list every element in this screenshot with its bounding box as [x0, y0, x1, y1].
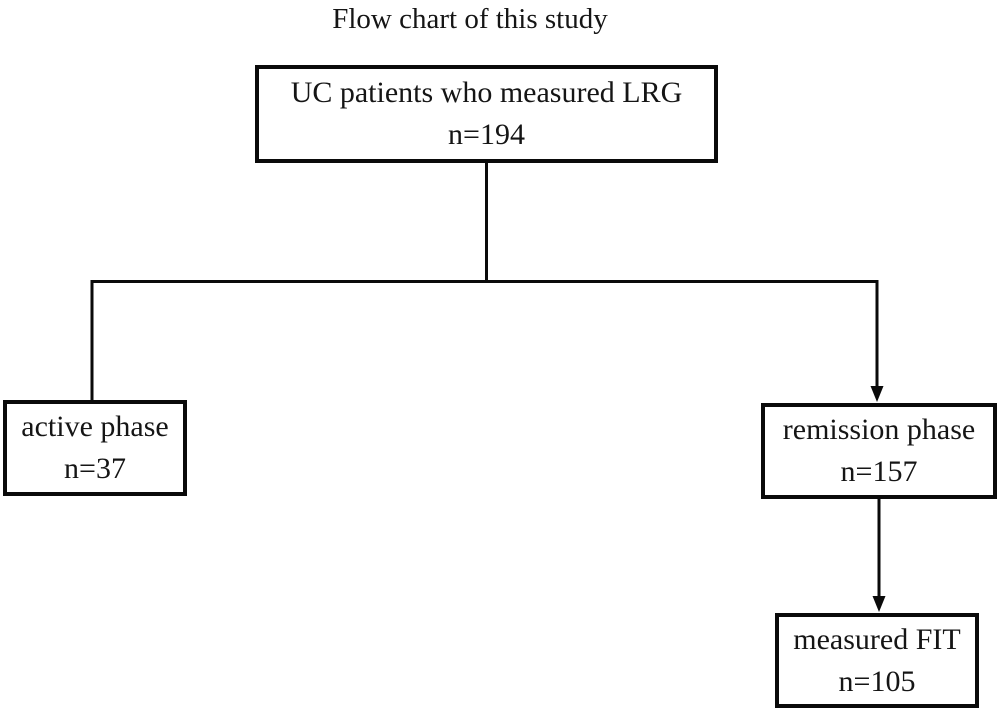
node-count: n=105: [838, 664, 916, 698]
node-label: remission phase: [782, 413, 976, 446]
edge-root-to-active: [90, 280, 879, 400]
node-count: n=37: [64, 452, 126, 485]
node-remission-phase: remission phase n=157: [761, 403, 997, 499]
arrowhead-remission: [870, 386, 884, 402]
node-active-phase: active phase n=37: [3, 400, 187, 496]
node-measured-fit: measured FIT n=105: [775, 613, 979, 708]
node-label: UC patients who measured LRG: [290, 76, 683, 109]
node-uc-patients-lrg: UC patients who measured LRG n=194: [255, 65, 718, 163]
node-label: measured FIT: [793, 622, 961, 656]
node-label: active phase: [21, 410, 169, 443]
node-count: n=194: [448, 118, 525, 151]
chart-title: Flow chart of this study: [332, 3, 608, 35]
node-count: n=157: [840, 455, 918, 488]
arrowhead-fit: [872, 596, 886, 612]
